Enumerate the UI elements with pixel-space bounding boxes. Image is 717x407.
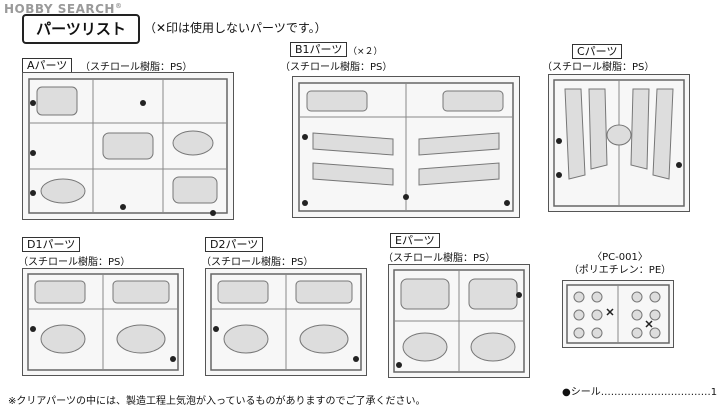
watermark-reg: ® (114, 2, 123, 10)
d1-runner-drawing (27, 273, 179, 371)
seal-count: ●シール……………………………1 (562, 387, 717, 398)
e-runner-drawing (393, 269, 525, 373)
a-parts-label: Aパーツ (22, 58, 73, 73)
d1-parts-material: （スチロール樹脂：PS） (18, 257, 131, 268)
a-parts-runner (22, 72, 234, 220)
footnote: ※クリアパーツの中には、製造工程上気泡が入っているものがありますのでご了承くださ… (8, 396, 426, 407)
b1-runner-drawing (298, 82, 514, 212)
a-parts-material: （スチロール樹脂：PS） (80, 62, 193, 73)
b1-parts-qty: （×２） (348, 47, 383, 57)
c-runner-drawing (553, 79, 685, 207)
pc-parts-runner (562, 280, 674, 348)
d2-parts-runner (205, 268, 367, 376)
b1-parts-material: （スチロール樹脂：PS） (280, 62, 393, 73)
pc-parts-material: （ポリエチレン：PE） (568, 265, 672, 276)
page-title: パーツリスト (22, 14, 140, 44)
d2-parts-label: D2パーツ (205, 237, 264, 252)
page-note: （✕印は使用しないパーツです。） (144, 21, 327, 35)
watermark-text: HOBBY SEARCH (4, 2, 115, 16)
c-parts-label: Cパーツ (572, 44, 623, 59)
d2-parts-material: （スチロール樹脂：PS） (201, 257, 314, 268)
d2-runner-drawing (210, 273, 362, 371)
d1-parts-runner (22, 268, 184, 376)
a-runner-drawing (28, 78, 228, 216)
d1-parts-label: D1パーツ (22, 237, 81, 252)
watermark-logo: HOBBY SEARCH® (4, 2, 122, 16)
b1-parts-label: B1パーツ (290, 42, 348, 57)
pc-runner-drawing (566, 284, 670, 344)
b1-parts-runner (292, 76, 520, 218)
e-parts-runner (388, 264, 530, 378)
pc-parts-label: 〈PC-001〉 (592, 252, 648, 263)
e-parts-material: （スチロール樹脂：PS） (383, 253, 496, 264)
e-parts-label: Eパーツ (390, 233, 440, 248)
c-parts-runner (548, 74, 690, 212)
c-parts-material: （スチロール樹脂：PS） (542, 62, 655, 73)
